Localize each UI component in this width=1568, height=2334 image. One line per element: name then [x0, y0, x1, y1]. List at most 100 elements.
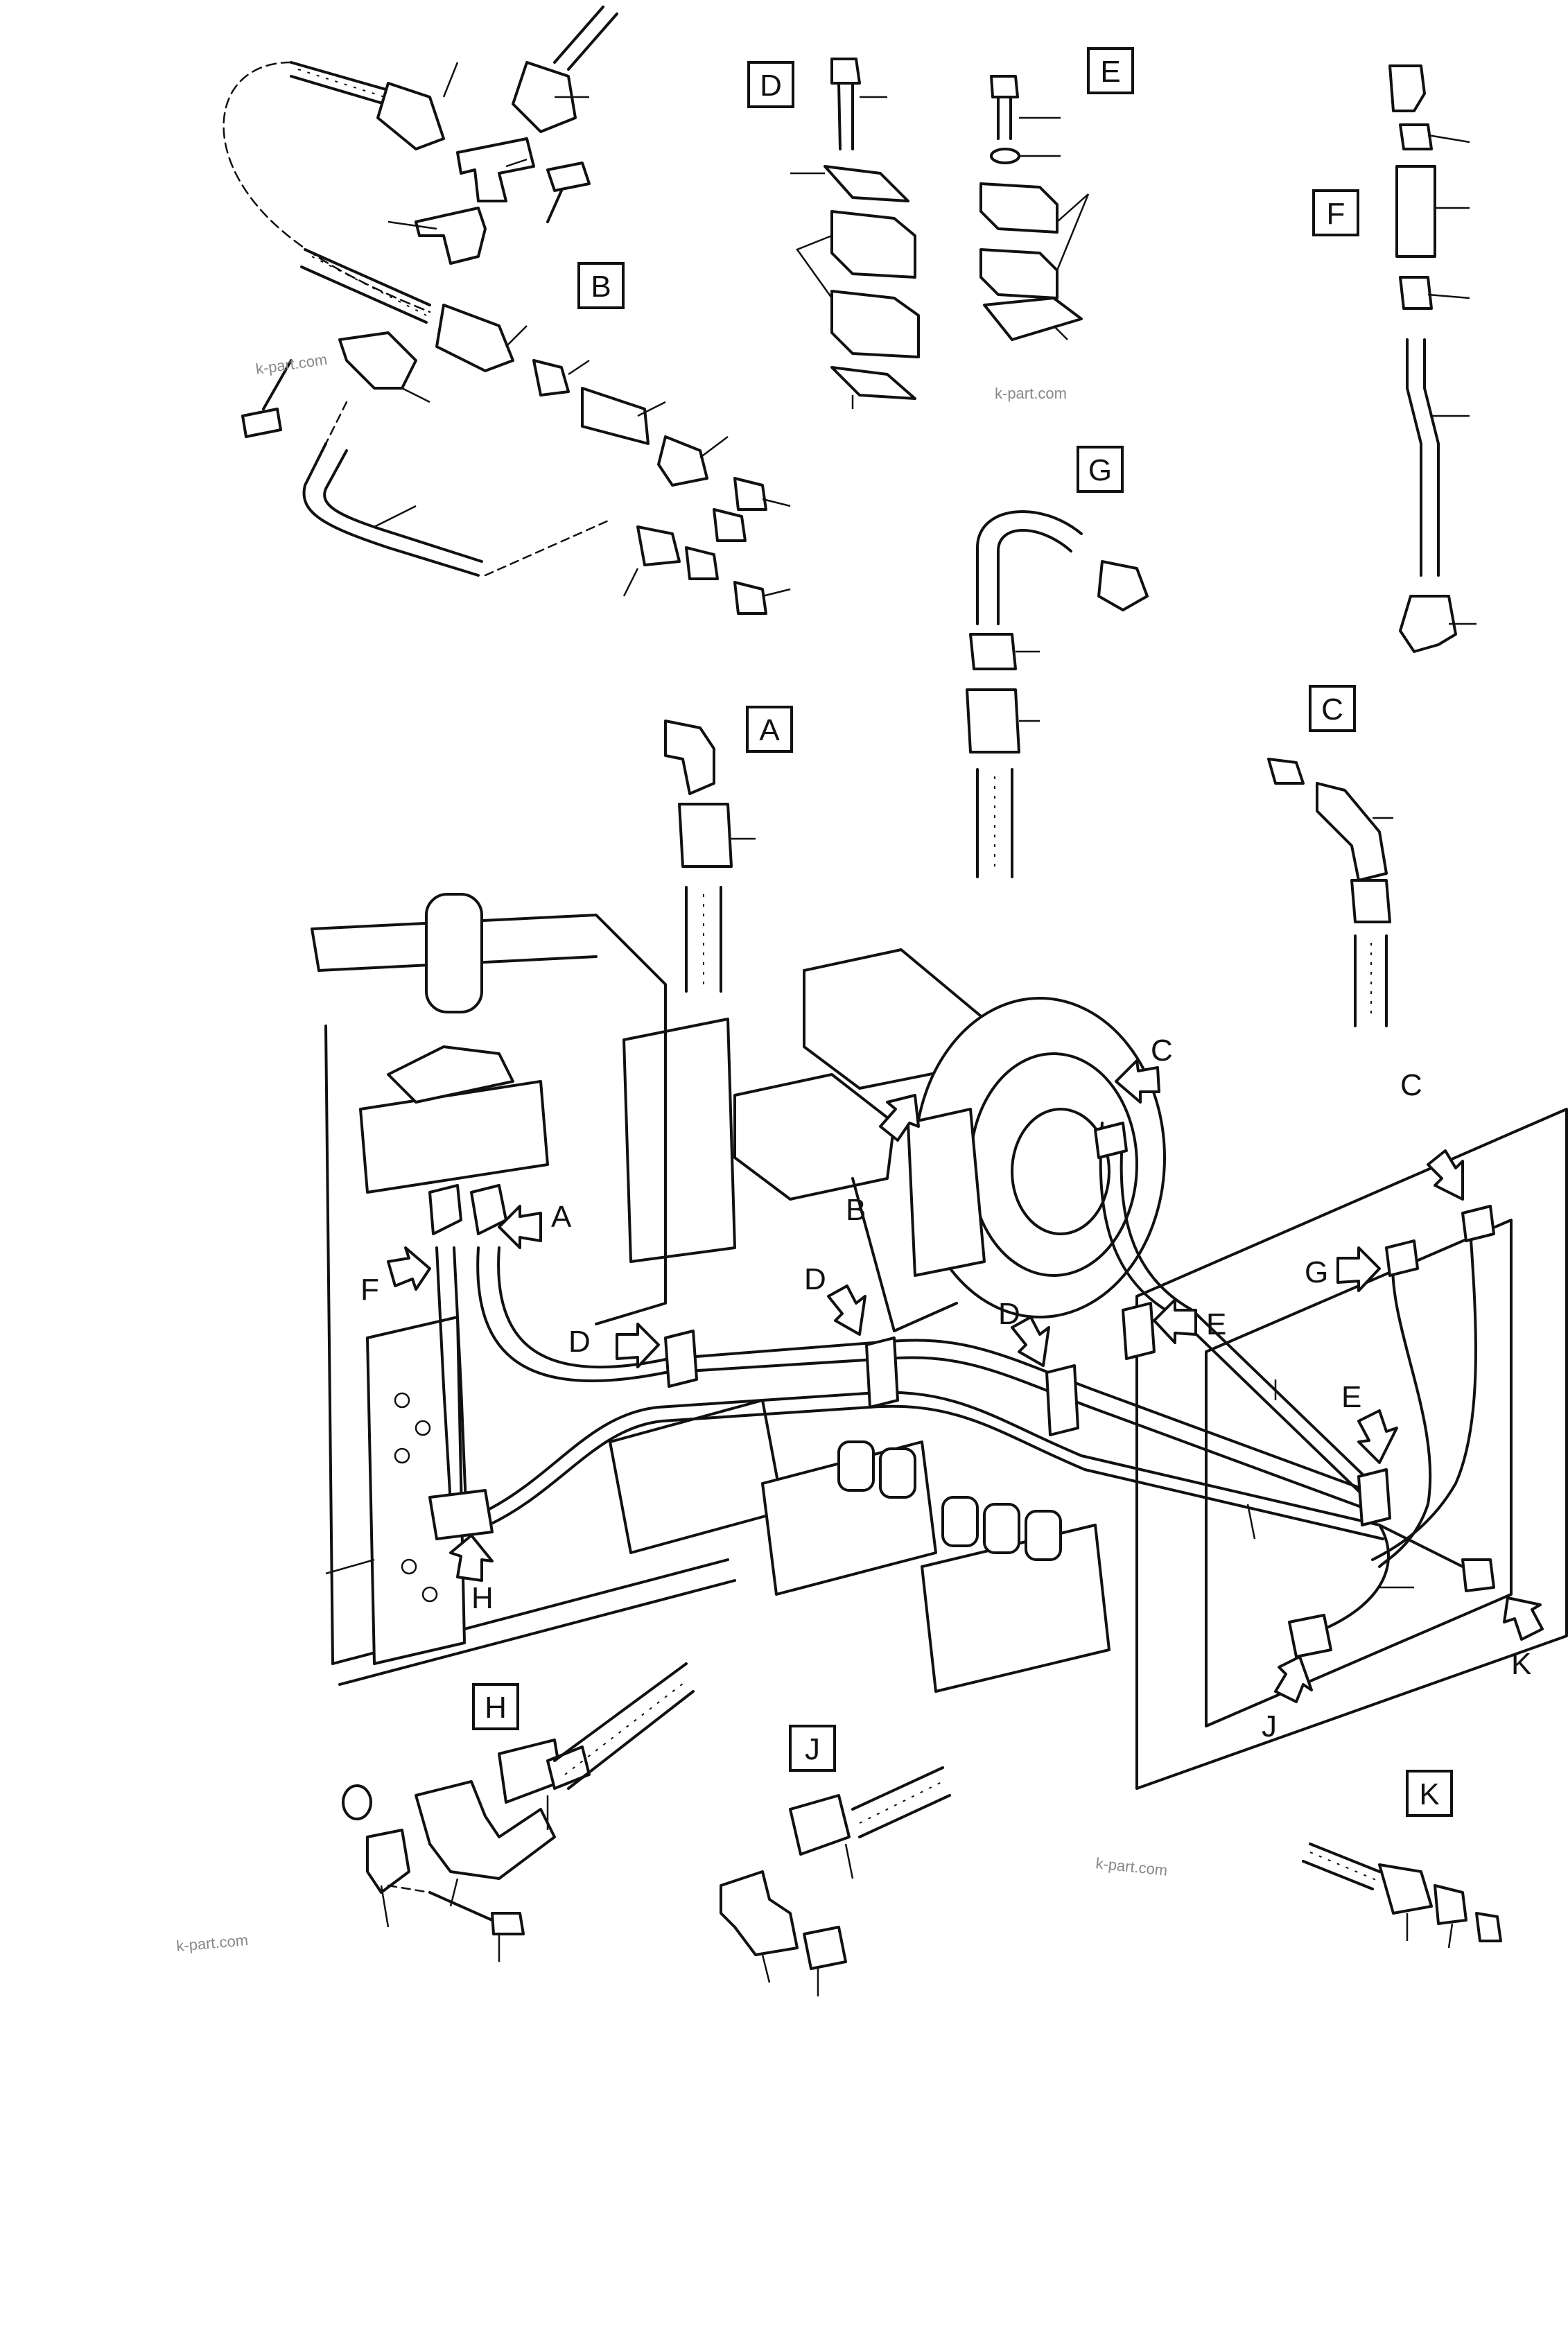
- side-plate: [366, 1316, 466, 1665]
- callout-arrow-g: G: [1305, 1246, 1381, 1292]
- detail-h-elbow: [415, 1780, 556, 1880]
- svg-text:D: D: [568, 1325, 591, 1359]
- detail-f-pipe-left: [1406, 338, 1422, 577]
- detail-b-pipe: [302, 442, 480, 577]
- detail-b-dash-link-2: [324, 401, 348, 445]
- detail-c-ferrule: [1350, 879, 1391, 923]
- hose-c-line-2: [1120, 1129, 1388, 1499]
- mount-plate: [851, 1177, 958, 1332]
- detail-j-elbow: [720, 1870, 799, 1956]
- callout-arrow-e1: E: [1153, 1298, 1226, 1344]
- detail-e-lower-block: [979, 248, 1059, 299]
- watermark-4: k-part.com: [175, 1931, 249, 1955]
- detail-b-clamp: [338, 331, 417, 390]
- detail-e-leader-3: [1056, 193, 1090, 271]
- fitting-g-main: [1385, 1239, 1419, 1277]
- detail-b-bolt-2-shank: [262, 359, 293, 410]
- detail-f-pipe-right: [1423, 338, 1440, 577]
- detail-e-bolt-head: [990, 75, 1019, 98]
- detail-c-bent-nut: [1316, 782, 1388, 882]
- detail-g-bent-pipe-inner: [997, 529, 1072, 625]
- detail-b-leader-13: [374, 505, 417, 528]
- detail-k-ferrule: [1378, 1863, 1433, 1915]
- fitting-f-main: [428, 1184, 462, 1235]
- svg-text:K: K: [1511, 1647, 1531, 1681]
- detail-j-hose-bottom: [858, 1794, 951, 1838]
- hose-cooler-g: [1378, 1253, 1432, 1568]
- detail-d-top-plate: [824, 165, 909, 202]
- svg-text:A: A: [551, 1200, 572, 1234]
- detail-b-tee: [456, 137, 535, 202]
- callout-arrow-k: K: [1503, 1596, 1544, 1681]
- pump-lower: [733, 1073, 896, 1201]
- watermark-2: k-part.com: [995, 385, 1067, 402]
- detail-k-adapter: [1475, 1912, 1502, 1942]
- detail-b-leader-12: [401, 387, 430, 403]
- detail-g-bent-pipe-outer: [976, 510, 1083, 625]
- detail-e-leader-4: [1053, 325, 1068, 340]
- hose-h-to-cooler: [484, 1391, 1381, 1526]
- box-label-j: J: [789, 1725, 836, 1772]
- detail-b-fitting-2: [713, 508, 747, 542]
- detail-b-nut-3: [435, 304, 514, 372]
- detail-a-elbow: [664, 720, 715, 795]
- detail-b-nut-5: [636, 525, 681, 566]
- detail-a-nut: [678, 803, 733, 868]
- detail-d-group: [790, 58, 920, 409]
- detail-b-nut-2: [512, 61, 577, 133]
- fitting-k-main: [1461, 1558, 1495, 1592]
- box-label-b: B: [577, 262, 625, 309]
- detail-b-hose-mid: [304, 248, 431, 306]
- box-label-f: F: [1312, 189, 1359, 236]
- clamp-e-1: [1122, 1302, 1156, 1360]
- clamp-d-3: [1045, 1364, 1079, 1436]
- detail-d-upper-block: [830, 210, 916, 279]
- svg-text:A: A: [759, 713, 780, 747]
- box-label-k: K: [1406, 1770, 1453, 1817]
- detail-h-hose-braid: [564, 1680, 687, 1775]
- cooler-inner: [1205, 1219, 1513, 1727]
- detail-b-leader-1: [442, 62, 459, 98]
- watermark-3: k-part.com: [1095, 1854, 1168, 1879]
- detail-f-elbow: [1388, 64, 1426, 112]
- filler-cap: [425, 893, 483, 1013]
- box-label-e: E: [1087, 47, 1134, 94]
- detail-h-group: [342, 1662, 695, 1962]
- detail-e-base-plate: [983, 297, 1083, 341]
- detail-b-leader-11: [622, 568, 639, 597]
- detail-b-leader-8: [699, 436, 729, 458]
- valve-bank-1: [609, 1399, 785, 1554]
- fitting-h-main: [428, 1489, 494, 1540]
- detail-h-bolt-head: [491, 1912, 525, 1935]
- bell-housing-inner: [1011, 1108, 1110, 1235]
- svg-text:C: C: [1151, 1034, 1173, 1068]
- detail-h-leader-1: [380, 1885, 390, 1928]
- side-plate-hole-5: [421, 1586, 438, 1603]
- detail-b-hose-right: [553, 6, 604, 64]
- detail-b-fitting-3: [733, 581, 767, 615]
- detail-f-leader-3: [1427, 293, 1470, 299]
- detail-f-leader-1: [1427, 134, 1470, 143]
- detail-b-leader-10: [762, 588, 791, 598]
- side-plate-hole-4: [401, 1558, 417, 1575]
- detail-h-dash-link: [387, 1884, 431, 1894]
- svg-text:B: B: [846, 1193, 866, 1227]
- fitting-c2-main: [1461, 1205, 1495, 1242]
- svg-text:J: J: [805, 1732, 820, 1766]
- detail-k-hose-bottom: [1302, 1860, 1374, 1890]
- detail-j-leader-2: [761, 1954, 771, 1983]
- detail-b-leader-6: [568, 359, 590, 376]
- detail-f-nut-1: [1399, 123, 1433, 150]
- svg-text:F: F: [360, 1273, 379, 1307]
- detail-b-hose-top: [290, 61, 390, 92]
- detail-d-bolt-shank: [837, 82, 842, 150]
- detail-k-group: [1302, 1843, 1502, 1949]
- svg-text:E: E: [1100, 55, 1120, 89]
- callout-arrow-c1: C: [1115, 1034, 1173, 1104]
- valve-cap-5: [1025, 1510, 1062, 1561]
- detail-h-flange-clamp: [366, 1829, 410, 1894]
- side-plate-hole-1: [394, 1392, 410, 1409]
- detail-k-leader-2: [1447, 1923, 1454, 1949]
- svg-text:D: D: [760, 69, 782, 103]
